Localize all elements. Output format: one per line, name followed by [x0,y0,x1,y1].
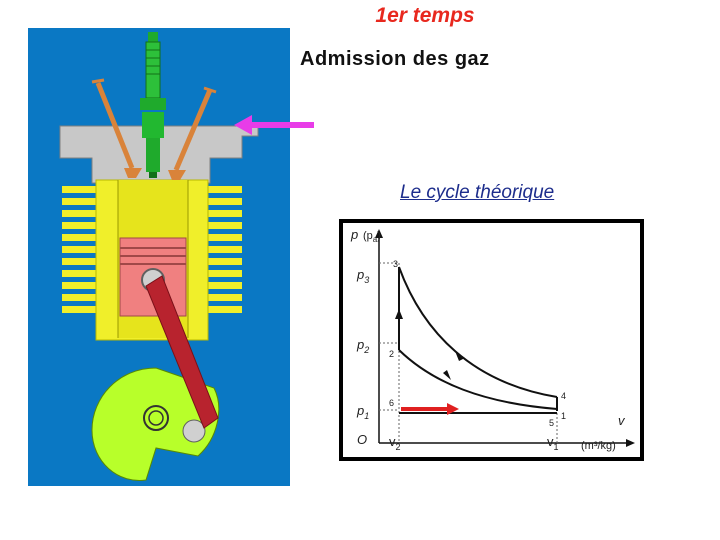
svg-text:(pa): (pa) [363,230,381,244]
pv-diagram: p (pa) p3 p2 p1 O v2 v1 (m³/kg) v 3 2 6 … [343,223,640,457]
svg-text:2: 2 [389,349,394,359]
connecting-rod [145,275,219,429]
slide-title: 1er temps [375,4,475,27]
crank-pin [182,419,206,443]
exhaust-valve [168,86,217,180]
svg-text:4: 4 [561,391,566,401]
svg-text:p2: p2 [356,337,369,355]
piston [119,237,187,317]
svg-text:p: p [350,227,358,242]
intake-valve [91,78,142,178]
spark-plug [140,32,166,178]
crankshaft-axis [143,405,169,431]
svg-text:v: v [618,413,626,428]
svg-text:6: 6 [389,398,394,408]
svg-text:p1: p1 [356,403,369,421]
engine-cutaway-illustration [28,28,290,486]
pv-diagram-frame: p (pa) p3 p2 p1 O v2 v1 (m³/kg) v 3 2 6 … [339,219,644,461]
compression-curve [398,349,558,410]
svg-text:5: 5 [549,418,554,428]
cooling-fins-right [208,186,242,313]
arrow-left-icon [234,115,314,135]
svg-text:p3: p3 [356,267,369,285]
svg-text:(m³/kg): (m³/kg) [581,440,616,452]
svg-text:v1: v1 [547,434,559,452]
svg-text:1: 1 [561,411,566,421]
theoretical-cycle-link[interactable]: Le cycle théorique [400,182,555,203]
cooling-fins-left [62,186,96,313]
stroke-subtitle: Admission des gaz [300,48,490,70]
svg-text:O: O [357,432,367,447]
svg-text:v2: v2 [389,434,401,452]
svg-text:3: 3 [393,259,398,269]
